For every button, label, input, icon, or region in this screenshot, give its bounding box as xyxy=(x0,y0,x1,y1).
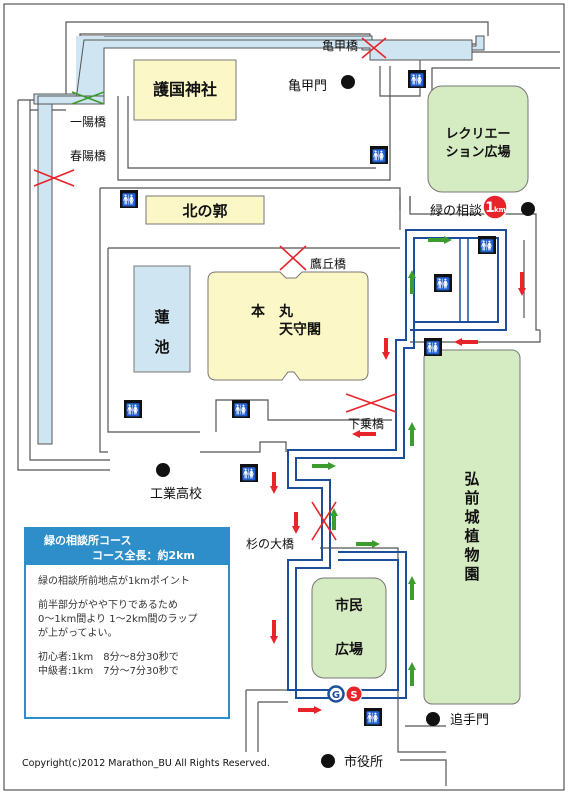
label-hasuike-2: 池 xyxy=(154,338,169,356)
buildings xyxy=(133,59,369,381)
label-honmaru-1: 本 丸 xyxy=(251,303,294,320)
restroom-icon: 🚻 xyxy=(434,274,452,292)
course-info-length: コース全長：約2km xyxy=(92,549,195,562)
restrooms: 🚻 🚻 🚻 🚻 🚻 🚻 🚻 🚻 🚻 🚻 xyxy=(120,70,496,726)
label-kamenokobashi: 亀甲橋 xyxy=(322,39,358,53)
shunyobashi-bridge xyxy=(33,169,75,187)
course-info-line: 0～1km間より 1～2km間のラップ xyxy=(38,614,198,625)
label-hasuike-1: 蓮 xyxy=(154,308,169,326)
svg-text:🚻: 🚻 xyxy=(122,193,137,207)
label-shunyobashi: 春陽橋 xyxy=(70,149,106,163)
label-suginoohashi: 杉の大橋 xyxy=(246,537,294,551)
restroom-icon: 🚻 xyxy=(120,190,138,208)
svg-text:S: S xyxy=(350,690,357,701)
restroom-icon: 🚻 xyxy=(232,400,250,418)
ichiyobashi-bridge xyxy=(71,91,105,105)
copyright: Copyright(c)2012 Marathon_BU All Rights … xyxy=(22,758,270,769)
green-arrows xyxy=(312,236,452,686)
takaokabashi-bridge xyxy=(279,245,307,271)
course-info-header: 緑の相談所コース コース全長：約2km xyxy=(26,529,228,565)
bridges xyxy=(33,37,397,541)
svg-text:🚻: 🚻 xyxy=(426,341,441,355)
restroom-icon: 🚻 xyxy=(424,338,442,356)
shimonorikyo-bridge xyxy=(345,393,397,413)
gates xyxy=(156,75,535,768)
label-shokubutsuen-char: 植 xyxy=(464,527,479,545)
label-shimonorikyo: 下乗橋 xyxy=(348,417,384,431)
restroom-icon: 🚻 xyxy=(240,464,258,482)
label-shimin-1: 市民 xyxy=(335,597,363,614)
label-shiyakusho: 市役所 xyxy=(344,754,383,770)
start-marker: S xyxy=(345,685,363,703)
course-info-title: 緑の相談所コース xyxy=(44,534,132,547)
label-kitanokuruwa: 北の郭 xyxy=(182,202,227,220)
restroom-icon: 🚻 xyxy=(364,708,382,726)
moat xyxy=(33,35,485,445)
red-arrows xyxy=(270,272,526,714)
svg-text:🚻: 🚻 xyxy=(234,403,249,417)
label-midori-soudan: 緑の相談 xyxy=(430,203,482,219)
gate-icon xyxy=(426,712,440,726)
restroom-icon: 🚻 xyxy=(408,70,426,88)
label-takaokabashi: 鷹丘橋 xyxy=(310,256,346,271)
gate-icon xyxy=(321,754,335,768)
svg-text:🚻: 🚻 xyxy=(366,711,381,725)
svg-text:🚻: 🚻 xyxy=(436,277,451,291)
kamenokobashi-bridge xyxy=(361,37,387,59)
course-info-line: 中級者:1km 7分～7分30秒で xyxy=(38,666,179,677)
label-honmaru-2: 天守閣 xyxy=(279,321,321,338)
landmark-labels: 護国神社 北の郭 本 丸 天守閣 蓮 池 レクリエー ション広場 市民 広場 弘… xyxy=(153,80,511,658)
gate-icon xyxy=(521,202,535,216)
label-shimin-2: 広場 xyxy=(335,641,363,658)
label-shokubutsuen-char: 園 xyxy=(464,565,479,583)
label-recreation-1: レクリエー xyxy=(445,127,510,142)
parks xyxy=(311,85,529,705)
course-info-line: 前半部分がやや下りであるため xyxy=(38,600,178,611)
svg-text:G: G xyxy=(332,690,340,701)
label-ichiyobashi: 一陽橋 xyxy=(70,115,106,129)
label-shokubutsuen-char: 弘 xyxy=(464,470,479,488)
km-marker-unit: km xyxy=(494,206,506,214)
label-shokubutsuen-char: 前 xyxy=(464,489,479,507)
km-marker: 1 km xyxy=(482,194,508,220)
restroom-icon: 🚻 xyxy=(124,400,142,418)
svg-text:🚻: 🚻 xyxy=(480,239,495,253)
course-info-panel: 緑の相談所コース コース全長：約2km 緑の相談所前地点が1kmポイント 前半部… xyxy=(24,527,230,719)
label-otemon: 追手門 xyxy=(450,712,489,728)
gate-icon xyxy=(156,463,170,477)
label-kogyo: 工業高校 xyxy=(150,486,202,502)
gate-icon xyxy=(341,75,355,89)
label-shokubutsuen-char: 城 xyxy=(464,508,479,526)
label-gokoku: 護国神社 xyxy=(153,80,217,99)
course-info-line: 緑の相談所前地点が1kmポイント xyxy=(38,576,190,587)
label-recreation-2: ション広場 xyxy=(445,144,510,160)
km-marker-number: 1 xyxy=(485,200,495,216)
label-kamenokomon: 亀甲門 xyxy=(288,79,327,94)
svg-text:🚻: 🚻 xyxy=(410,73,425,87)
svg-text:🚻: 🚻 xyxy=(242,467,257,481)
goal-marker: G xyxy=(327,685,345,703)
course-info-line: 初心者:1km 8分～8分30秒で xyxy=(38,652,179,663)
label-shokubutsuen-char: 物 xyxy=(464,546,479,564)
place-labels: 亀甲橋 亀甲門 一陽橋 春陽橋 鷹丘橋 下乗橋 杉の大橋 工業高校 緑の相談 追… xyxy=(70,39,489,770)
restroom-icon: 🚻 xyxy=(370,146,388,164)
course-info-line: が上がってよい。 xyxy=(38,628,118,639)
restroom-icon: 🚻 xyxy=(478,236,496,254)
svg-text:🚻: 🚻 xyxy=(372,149,387,163)
course-info-body: 緑の相談所前地点が1kmポイント 前半部分がやや下りであるため 0～1km間より… xyxy=(26,565,228,679)
svg-text:🚻: 🚻 xyxy=(126,403,141,417)
